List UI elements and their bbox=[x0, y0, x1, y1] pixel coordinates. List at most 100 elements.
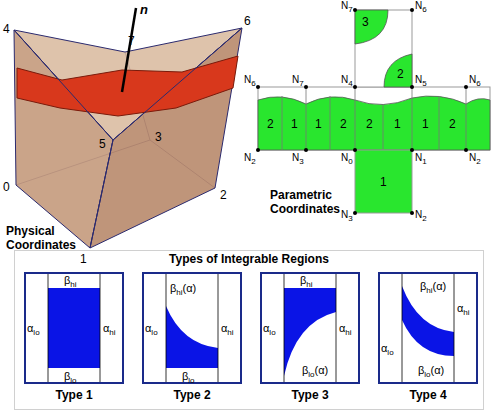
node-dot bbox=[353, 8, 357, 12]
green-region bbox=[258, 96, 490, 150]
callout-number: 2 bbox=[220, 188, 227, 202]
strip bbox=[258, 87, 490, 150]
callout-number: N3 bbox=[292, 152, 304, 164]
box-border bbox=[379, 273, 477, 383]
callout-number: N5 bbox=[415, 74, 427, 86]
callout-number: N7 bbox=[341, 0, 353, 12]
callout-number: 2 bbox=[449, 117, 456, 131]
bound-label: αhi bbox=[103, 322, 116, 334]
bound-label: αhi bbox=[339, 322, 352, 334]
integrable-region bbox=[48, 288, 100, 368]
callout-number: 1 bbox=[315, 117, 322, 131]
callout-number: 2 bbox=[366, 117, 373, 131]
callout-number: N2 bbox=[469, 152, 481, 164]
callout-number: N6 bbox=[415, 0, 427, 12]
node-dot bbox=[410, 148, 414, 152]
divider bbox=[355, 87, 356, 150]
callout-number: 3 bbox=[155, 130, 162, 144]
callout-number: 1 bbox=[80, 252, 87, 266]
callout-number: N1 bbox=[415, 152, 427, 164]
box-border bbox=[261, 273, 359, 383]
callout-number: N7 bbox=[292, 74, 304, 86]
callout-number: 1 bbox=[380, 175, 387, 189]
bound-label: βhi bbox=[64, 274, 77, 286]
bound-label: αlo bbox=[27, 322, 40, 334]
integrable-region bbox=[402, 286, 454, 356]
green-region bbox=[355, 10, 388, 44]
bound-label: αhi bbox=[221, 322, 234, 334]
callout-number: 3 bbox=[362, 15, 369, 29]
alpha-bound bbox=[284, 272, 285, 384]
callout-number: N2 bbox=[415, 209, 427, 221]
callout-number: 0 bbox=[3, 180, 10, 194]
bound-label: βhi(α) bbox=[420, 280, 446, 292]
callout-number: N0 bbox=[341, 152, 353, 164]
divider bbox=[383, 104, 384, 150]
node-dot bbox=[256, 148, 260, 152]
edge bbox=[113, 28, 242, 140]
callout-number: 1 bbox=[291, 117, 298, 131]
region-box: βhi(α)αloαhiβloType 2 bbox=[142, 272, 242, 384]
bound-label: βlo bbox=[182, 370, 195, 382]
bound-label: βlo(α) bbox=[302, 364, 328, 376]
region-box: βhiαloαhiβloType 1 bbox=[24, 272, 124, 384]
panel-title: Types of Integrable Regions bbox=[14, 253, 484, 265]
alpha-bound bbox=[402, 272, 403, 384]
divider bbox=[466, 87, 467, 150]
type-label: Type 3 bbox=[260, 388, 360, 402]
bottom-square bbox=[355, 150, 412, 213]
panel-frame bbox=[15, 251, 484, 410]
divider bbox=[330, 96, 331, 150]
divider bbox=[412, 87, 413, 150]
node-dot bbox=[464, 148, 468, 152]
bound-label: αhi bbox=[457, 302, 470, 314]
callout-number: 2 bbox=[340, 117, 347, 131]
node-dot bbox=[353, 148, 357, 152]
callout-number: 5 bbox=[99, 137, 106, 151]
callout-number: 1 bbox=[422, 117, 429, 131]
box-border bbox=[25, 273, 123, 383]
alpha-bound bbox=[166, 272, 167, 384]
bound-label: βhi bbox=[300, 274, 313, 286]
integrable-region bbox=[284, 288, 336, 376]
alpha-bound bbox=[100, 272, 101, 384]
region-box: βhi(α)αloαhiβlo(α)Type 4 bbox=[378, 272, 478, 384]
bound-label: αlo bbox=[263, 322, 276, 334]
edge bbox=[14, 30, 113, 140]
divider bbox=[282, 96, 283, 150]
node-dot bbox=[353, 211, 357, 215]
callout-number: 2 bbox=[397, 67, 404, 81]
callout-number: N4 bbox=[341, 74, 353, 86]
callout-number: 7 bbox=[128, 34, 135, 48]
node-dot bbox=[464, 85, 468, 89]
type-label: Type 1 bbox=[24, 388, 124, 402]
callout-number: 6 bbox=[244, 14, 251, 28]
alpha-bound bbox=[454, 272, 455, 384]
node-dot bbox=[410, 211, 414, 215]
region-panel: Types of Integrable Regions βhi αlo αhi βloT… bbox=[14, 250, 484, 410]
bound-label: βlo bbox=[64, 370, 77, 382]
bound-label: αlo bbox=[381, 342, 394, 354]
callout-number: N6 bbox=[469, 74, 481, 86]
node-dot bbox=[353, 85, 357, 89]
figure-caption: Physical Coordinates bbox=[6, 224, 90, 252]
callout-number: 1 bbox=[394, 117, 401, 131]
parametric-map bbox=[256, 8, 490, 215]
edge bbox=[90, 140, 113, 248]
divider bbox=[439, 96, 440, 150]
type-label: Type 4 bbox=[378, 388, 478, 402]
node-dot bbox=[256, 85, 260, 89]
bound-label: βhi(α) bbox=[170, 282, 196, 294]
integrable-region bbox=[166, 306, 218, 368]
callout-number: N3 bbox=[341, 209, 353, 221]
top-square bbox=[355, 10, 412, 87]
normal-vector bbox=[122, 8, 136, 92]
figure-caption: Parametric Coordinates bbox=[270, 188, 354, 216]
bound-label: αlo bbox=[145, 322, 158, 334]
alpha-bound bbox=[218, 272, 219, 384]
node-dot bbox=[410, 8, 414, 12]
node-dot bbox=[304, 85, 308, 89]
vector-label: n bbox=[140, 2, 148, 17]
node-dot bbox=[410, 85, 414, 89]
bound-label: βlo(α) bbox=[418, 364, 444, 376]
